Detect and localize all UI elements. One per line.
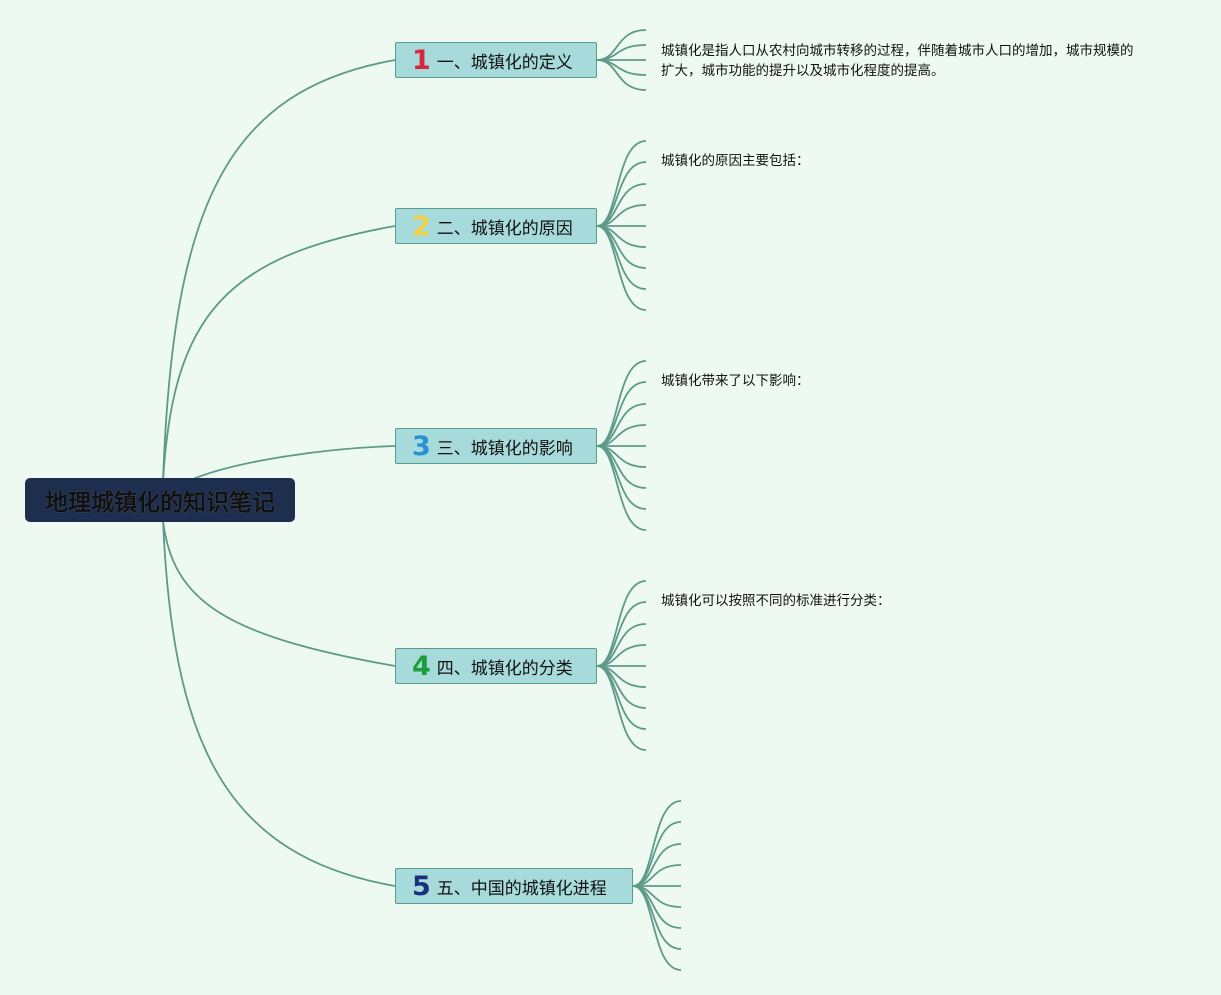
root-title: 地理城镇化的知识笔记 [45, 490, 275, 516]
leaf-connector-2-9 [596, 225, 647, 311]
leaf-line: 城镇化是指人口从农村向城市转移的过程，伴随着城市人口的增加，城市规模的 [661, 43, 1134, 59]
branch-connector-4 [162, 520, 396, 667]
number-3-icon: 3 [412, 430, 431, 462]
branch-china-progress[interactable]: 5 五、中国的城镇化进程 [395, 868, 633, 904]
leaf-connector-3-9 [596, 445, 647, 531]
branch-label: 四、城镇化的分类 [436, 658, 573, 679]
branch-impacts[interactable]: 3 三、城镇化的影响 [395, 428, 597, 464]
leaf-line: 城镇化的原因主要包括： [661, 153, 810, 169]
branch-classification[interactable]: 4 四、城镇化的分类 [395, 648, 597, 684]
number-2-icon: 2 [412, 210, 431, 242]
branch-connector-3 [192, 445, 396, 480]
branch-label: 五、中国的城镇化进程 [436, 878, 607, 899]
leaf-line: 城镇化可以按照不同的标准进行分类： [661, 593, 891, 609]
branch-connector-2 [162, 225, 396, 482]
leaf-impacts-text[interactable]: 城镇化带来了以下影响： [661, 371, 1161, 391]
number-1-icon: 1 [412, 44, 431, 76]
branch-causes[interactable]: 2 二、城镇化的原因 [395, 208, 597, 244]
branch-connector-1 [162, 59, 396, 482]
branch-label: 二、城镇化的原因 [436, 218, 573, 239]
leaf-connector-1-5 [596, 59, 647, 91]
leaf-causes-text[interactable]: 城镇化的原因主要包括： [661, 151, 1161, 171]
root-topic[interactable]: 地理城镇化的知识笔记 [25, 478, 295, 522]
leaf-definition-text[interactable]: 城镇化是指人口从农村向城市转移的过程，伴随着城市人口的增加，城市规模的 扩大，城… [661, 41, 1161, 81]
leaf-line: 扩大，城市功能的提升以及城市化程度的提高。 [661, 63, 945, 79]
branch-label: 一、城镇化的定义 [436, 52, 573, 73]
leaf-classification-text[interactable]: 城镇化可以按照不同的标准进行分类： [661, 591, 1161, 611]
branch-definition[interactable]: 1 一、城镇化的定义 [395, 42, 597, 78]
number-4-icon: 4 [412, 650, 431, 682]
leaf-connector-4-9 [596, 665, 647, 751]
branch-connector-5 [162, 520, 396, 887]
number-5-icon: 5 [412, 870, 431, 902]
leaf-connector-5-9 [632, 885, 682, 971]
leaf-line: 城镇化带来了以下影响： [661, 373, 810, 389]
branch-label: 三、城镇化的影响 [436, 438, 573, 459]
